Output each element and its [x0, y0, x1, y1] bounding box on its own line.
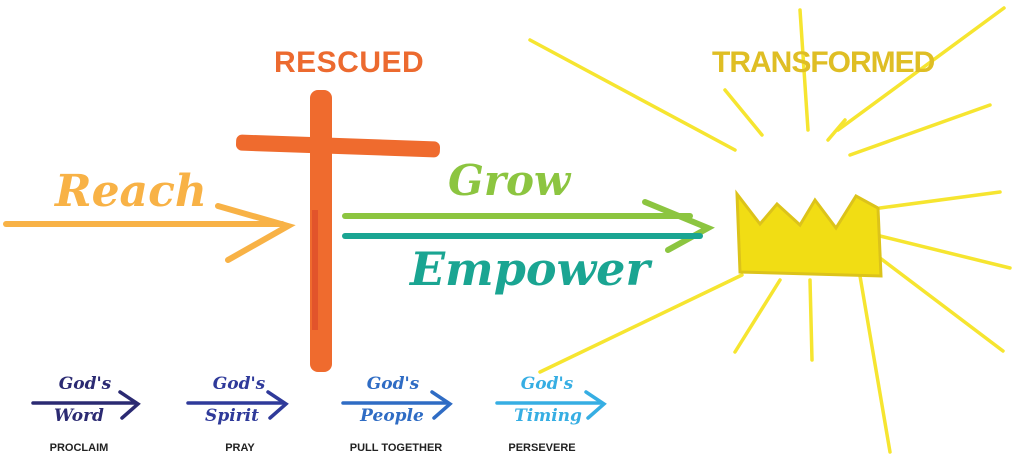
pillar-word-caption: PROCLAIM — [49, 442, 109, 454]
grow-label: Grow — [448, 156, 571, 205]
cross-icon — [235, 90, 441, 372]
pillar-word-top: God's — [58, 374, 112, 394]
pillar-timing-caption: PERSEVERE — [508, 442, 576, 454]
pillar-spirit-bottom: Spirit — [205, 406, 259, 426]
crown-icon — [735, 189, 883, 278]
pillar-timing-top: God's — [520, 374, 574, 394]
pillar-spirit-top: God's — [212, 374, 266, 394]
empower-label: Empower — [410, 242, 650, 296]
pillar-word-bottom: Word — [54, 406, 104, 426]
reach-arrow — [3, 203, 296, 263]
grow-arrow — [342, 199, 715, 253]
reach-label: Reach — [55, 166, 207, 217]
rescued-label: RESCUED — [274, 46, 425, 79]
pillar-arrows — [31, 390, 607, 420]
pillar-timing-bottom: Timing — [514, 406, 582, 426]
sun-rays-icon — [528, 6, 1012, 454]
pillar-people-caption: PULL TOGETHER — [349, 442, 443, 454]
pillar-people-bottom: People — [360, 406, 424, 426]
transformed-label: TRANSFORMED — [712, 46, 935, 79]
pillar-people-top: God's — [366, 374, 420, 394]
pillar-spirit-caption: PRAY — [225, 442, 255, 454]
